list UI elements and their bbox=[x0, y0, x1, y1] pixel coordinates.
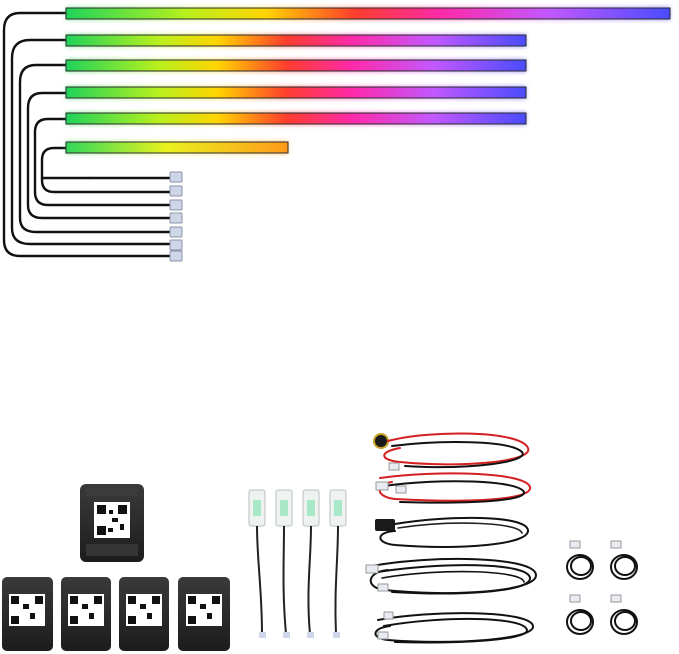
strip-6 bbox=[65, 141, 289, 154]
strip-4 bbox=[65, 86, 527, 99]
receiver-module-4 bbox=[178, 577, 230, 651]
receiver-module-1 bbox=[2, 577, 53, 651]
power-harness-1 bbox=[373, 432, 530, 471]
wiring-harnesses bbox=[365, 432, 538, 644]
extension-harness-1 bbox=[365, 557, 538, 595]
mini-cable-3 bbox=[566, 594, 594, 635]
main-controller bbox=[80, 484, 144, 562]
strip-connectors bbox=[169, 171, 183, 262]
signal-harness bbox=[375, 516, 529, 548]
mini-cable-2 bbox=[610, 540, 638, 580]
mini-cables bbox=[566, 540, 638, 635]
qr-code-icon bbox=[97, 505, 127, 535]
receiver-module-2 bbox=[61, 577, 111, 651]
led-pod-4 bbox=[329, 489, 347, 638]
strip-cables bbox=[2, 11, 172, 258]
receiver-module-3 bbox=[119, 577, 169, 651]
strip-1 bbox=[65, 7, 671, 20]
strip-5 bbox=[65, 112, 527, 125]
strip-3 bbox=[65, 59, 527, 72]
led-pod-1 bbox=[248, 489, 266, 638]
extension-harness-2 bbox=[374, 611, 534, 644]
receiver-modules bbox=[2, 577, 230, 651]
led-pod-3 bbox=[302, 489, 320, 638]
led-pods bbox=[248, 489, 347, 638]
power-harness-2 bbox=[375, 472, 531, 504]
led-pod-2 bbox=[275, 489, 293, 638]
strip-2 bbox=[65, 34, 527, 47]
mini-cable-1 bbox=[566, 540, 594, 580]
light-strip-group bbox=[2, 7, 671, 262]
mini-cable-4 bbox=[610, 594, 638, 635]
